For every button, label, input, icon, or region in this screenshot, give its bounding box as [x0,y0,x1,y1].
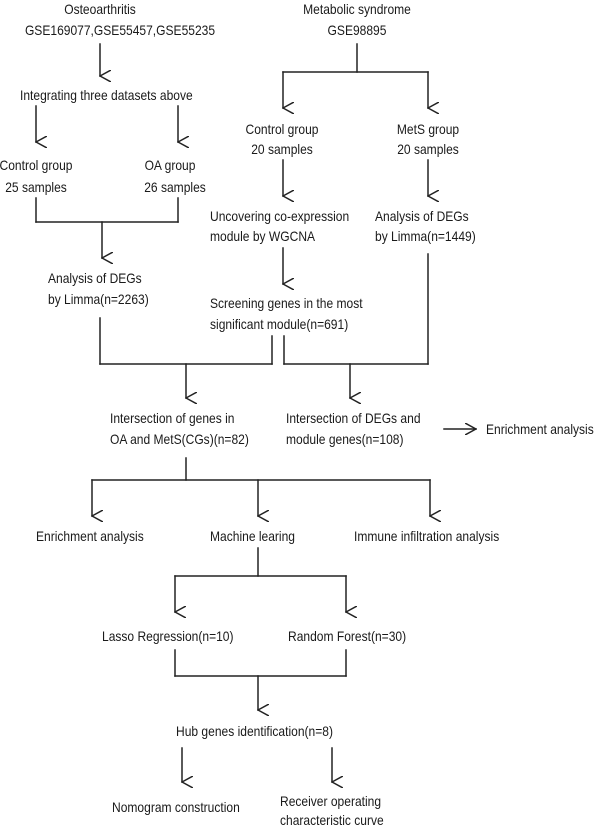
osteoarthritis-label: Osteoarthritis [64,1,136,17]
mets-group-label: MetS group [396,121,460,137]
oa-group-samples-label: 26 samples [144,179,206,195]
random-forest-node: Random Forest(n=30) [288,628,407,644]
nomogram-construction-node: Nomogram construction [112,799,240,815]
intersection-degs-node-line1: Intersection of DEGs and [286,410,421,426]
hub-genes-node: Hub genes identification(n=8) [176,723,333,739]
wgcna-node-line2: module by WGCNA [210,228,316,244]
intersection-cgs-node-line2: OA and MetS(CGs)(n=82) [110,431,249,447]
oa-control-group-label: Control group [0,157,73,173]
immune-infiltration-node: Immune infiltration analysis [354,528,500,544]
enrichment-analysis-right-node: Enrichment analysis [486,421,594,437]
wgcna-node-line1: Uncovering co-expression [210,208,350,224]
integrating-datasets-node: Integrating three datasets above [20,87,193,103]
mets-group-samples-label: 20 samples [397,141,459,157]
roc-curve-node-line1: Receiver operating [280,793,382,809]
mets-control-samples-label: 20 samples [251,141,313,157]
degs-mets-node-line2: by Limma(n=1449) [375,228,476,244]
intersection-cgs-node-line1: Intersection of genes in [110,410,235,426]
machine-learning-node: Machine learing [210,528,296,544]
degs-oa-node-line2: by Limma(n=2263) [48,291,149,307]
mets-control-group-label: Control group [245,121,319,137]
oa-group-label: OA group [144,157,196,173]
metabolic-syndrome-label: Metabolic syndrome [303,1,411,17]
degs-mets-node-line1: Analysis of DEGs [375,208,469,224]
oa-control-samples-label: 25 samples [5,179,67,195]
screening-node-line1: Screening genes in the most [210,295,363,311]
mets-dataset-label: GSE98895 [327,22,387,38]
enrichment-analysis-left-node: Enrichment analysis [36,528,144,544]
intersection-degs-node-line2: module genes(n=108) [286,431,404,447]
roc-curve-node-line2: characteristic curve [280,812,384,828]
lasso-regression-node: Lasso Regression(n=10) [102,628,234,644]
degs-oa-node-line1: Analysis of DEGs [48,270,142,286]
oa-datasets-label: GSE169077,GSE55457,GSE55235 [24,22,216,38]
screening-node-line2: significant module(n=691) [210,316,349,332]
